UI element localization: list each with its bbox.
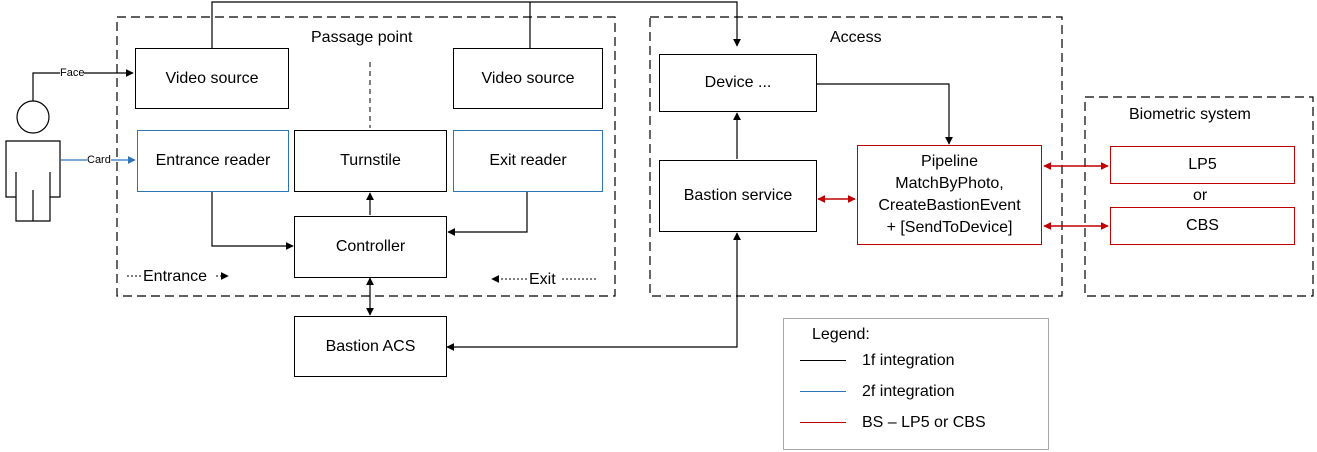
biometric-system-frame [1084, 96, 1314, 297]
legend-title: Legend: [812, 326, 870, 343]
lp5-block: LP5 [1110, 146, 1295, 184]
access-frame [649, 16, 1063, 297]
biometric-system-label: Biometric system [1129, 106, 1251, 123]
entrance-reader-label: Entrance reader [155, 152, 271, 169]
passage-point-label: Passage point [311, 29, 413, 46]
legend-item-1f: 1f integration [800, 352, 955, 370]
video-source-left-block: Video source [135, 48, 289, 109]
bastion-service-block: Bastion service [659, 160, 817, 232]
pipeline-line-2: MatchByPhoto, [895, 175, 1004, 192]
turnstile-label: Turnstile [340, 152, 401, 169]
pipeline-line-3: CreateBastionEvent [878, 197, 1021, 214]
bastion-acs-label: Bastion ACS [325, 337, 416, 355]
pipeline-line-1: Pipeline [921, 153, 978, 170]
lp5-label: LP5 [1188, 156, 1217, 173]
turnstile-block: Turnstile [294, 130, 447, 192]
legend-label-bs: BS – LP5 or CBS [862, 414, 986, 431]
legend-label-2f: 2f integration [862, 383, 955, 400]
bastion-acs-block: Bastion ACS [294, 316, 447, 377]
exit-label: Exit [529, 271, 556, 288]
face-label: Face [60, 67, 85, 79]
edge-exit-reader-to-controller [447, 192, 528, 236]
video-source-right-label: Video source [481, 69, 575, 87]
edge-device-to-pipeline [817, 83, 953, 145]
controller-label: Controller [335, 238, 406, 255]
exit-reader-label: Exit reader [489, 152, 567, 169]
legend-item-2f: 2f integration [800, 383, 955, 401]
entrance-label: Entrance [143, 268, 208, 285]
legend-swatch-bs [800, 422, 846, 424]
controller-block: Controller [294, 216, 447, 278]
cbs-block: CBS [1110, 207, 1295, 245]
bastion-service-label: Bastion service [683, 187, 793, 204]
legend-swatch-1f [800, 360, 846, 362]
legend-swatch-2f [800, 391, 846, 393]
edge-face [32, 69, 134, 101]
access-label: Access [830, 29, 882, 46]
video-source-left-label: Video source [165, 69, 259, 87]
pipeline-block: Pipeline MatchByPhoto, CreateBastionEven… [857, 145, 1042, 245]
edge-entrance-reader-to-controller [211, 192, 294, 250]
video-source-right-block: Video source [453, 48, 603, 109]
card-label: Card [87, 154, 111, 166]
entrance-reader-block: Entrance reader [137, 130, 289, 192]
legend-label-1f: 1f integration [862, 352, 955, 369]
edge-acs-service [446, 232, 741, 351]
pipeline-line-4: + [SendToDevice] [886, 219, 1013, 236]
or-label: or [1193, 187, 1208, 204]
exit-reader-block: Exit reader [453, 130, 603, 192]
device-label: Device ... [704, 74, 772, 91]
edge-video-to-device [211, 1, 741, 48]
legend: Legend: 1f integration 2f integration BS… [783, 318, 1049, 450]
cbs-label: CBS [1186, 217, 1219, 234]
legend-item-bs: BS – LP5 or CBS [800, 414, 986, 432]
person-icon [5, 100, 61, 222]
device-block: Device ... [659, 54, 817, 112]
